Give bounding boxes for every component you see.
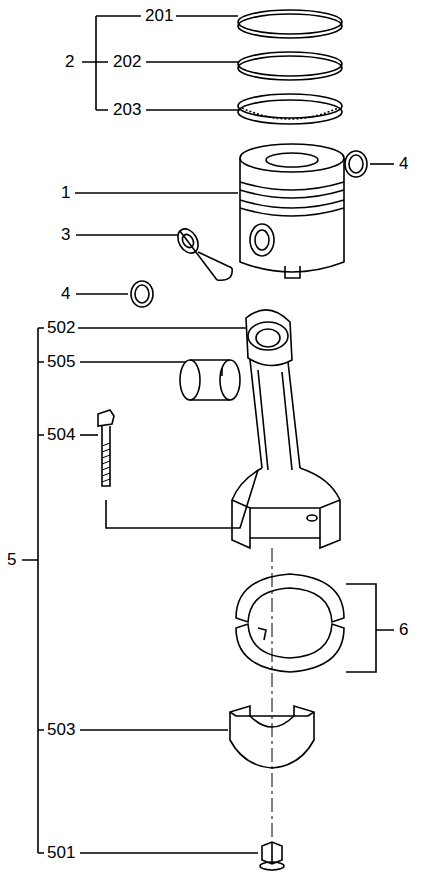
piston-ring <box>238 14 342 38</box>
callout-number: 501 <box>46 843 76 863</box>
callout-number: 5 <box>6 550 17 570</box>
callout-number: 202 <box>112 52 142 72</box>
oil-ring <box>238 94 342 118</box>
piston-ring <box>238 56 342 80</box>
rod-nut <box>260 842 284 870</box>
rod-bolt <box>98 410 114 486</box>
callout-number: 502 <box>46 318 76 338</box>
leader-line <box>78 327 246 329</box>
callout-number: 4 <box>398 154 409 174</box>
oil-ring <box>238 100 342 124</box>
piston-pin <box>174 225 233 280</box>
assembly-line <box>106 470 258 528</box>
callout-number: 201 <box>144 6 174 26</box>
callout-number: 3 <box>60 225 71 245</box>
circlip <box>131 281 153 307</box>
bolt-thread <box>102 443 110 482</box>
lower-bearing-shell <box>236 624 344 672</box>
leader-line <box>370 163 394 165</box>
leader-line <box>146 16 240 110</box>
callout-number: 6 <box>398 620 409 640</box>
callout-number: 203 <box>112 100 142 120</box>
callout-number: 503 <box>46 720 76 740</box>
callout-number: 1 <box>60 183 71 203</box>
circlip <box>345 151 367 177</box>
callout-number: 505 <box>46 352 76 372</box>
leader-line <box>76 293 128 295</box>
bracket <box>22 328 44 853</box>
oil-ring-slots <box>242 108 338 119</box>
leader-line <box>76 234 178 236</box>
callout-number: 2 <box>64 52 75 72</box>
leader-line <box>80 729 228 731</box>
leader-line <box>75 192 238 194</box>
leader-line <box>80 434 98 436</box>
leader-line <box>80 852 258 854</box>
callout-number: 4 <box>60 284 71 304</box>
connecting-rod <box>232 310 340 548</box>
piston <box>240 144 344 278</box>
callout-number: 504 <box>46 425 76 445</box>
rod-cap <box>230 706 314 768</box>
small-end-bushing <box>180 360 240 400</box>
upper-bearing-shell <box>236 574 344 622</box>
bracket <box>346 584 394 672</box>
leader-line <box>80 361 186 363</box>
